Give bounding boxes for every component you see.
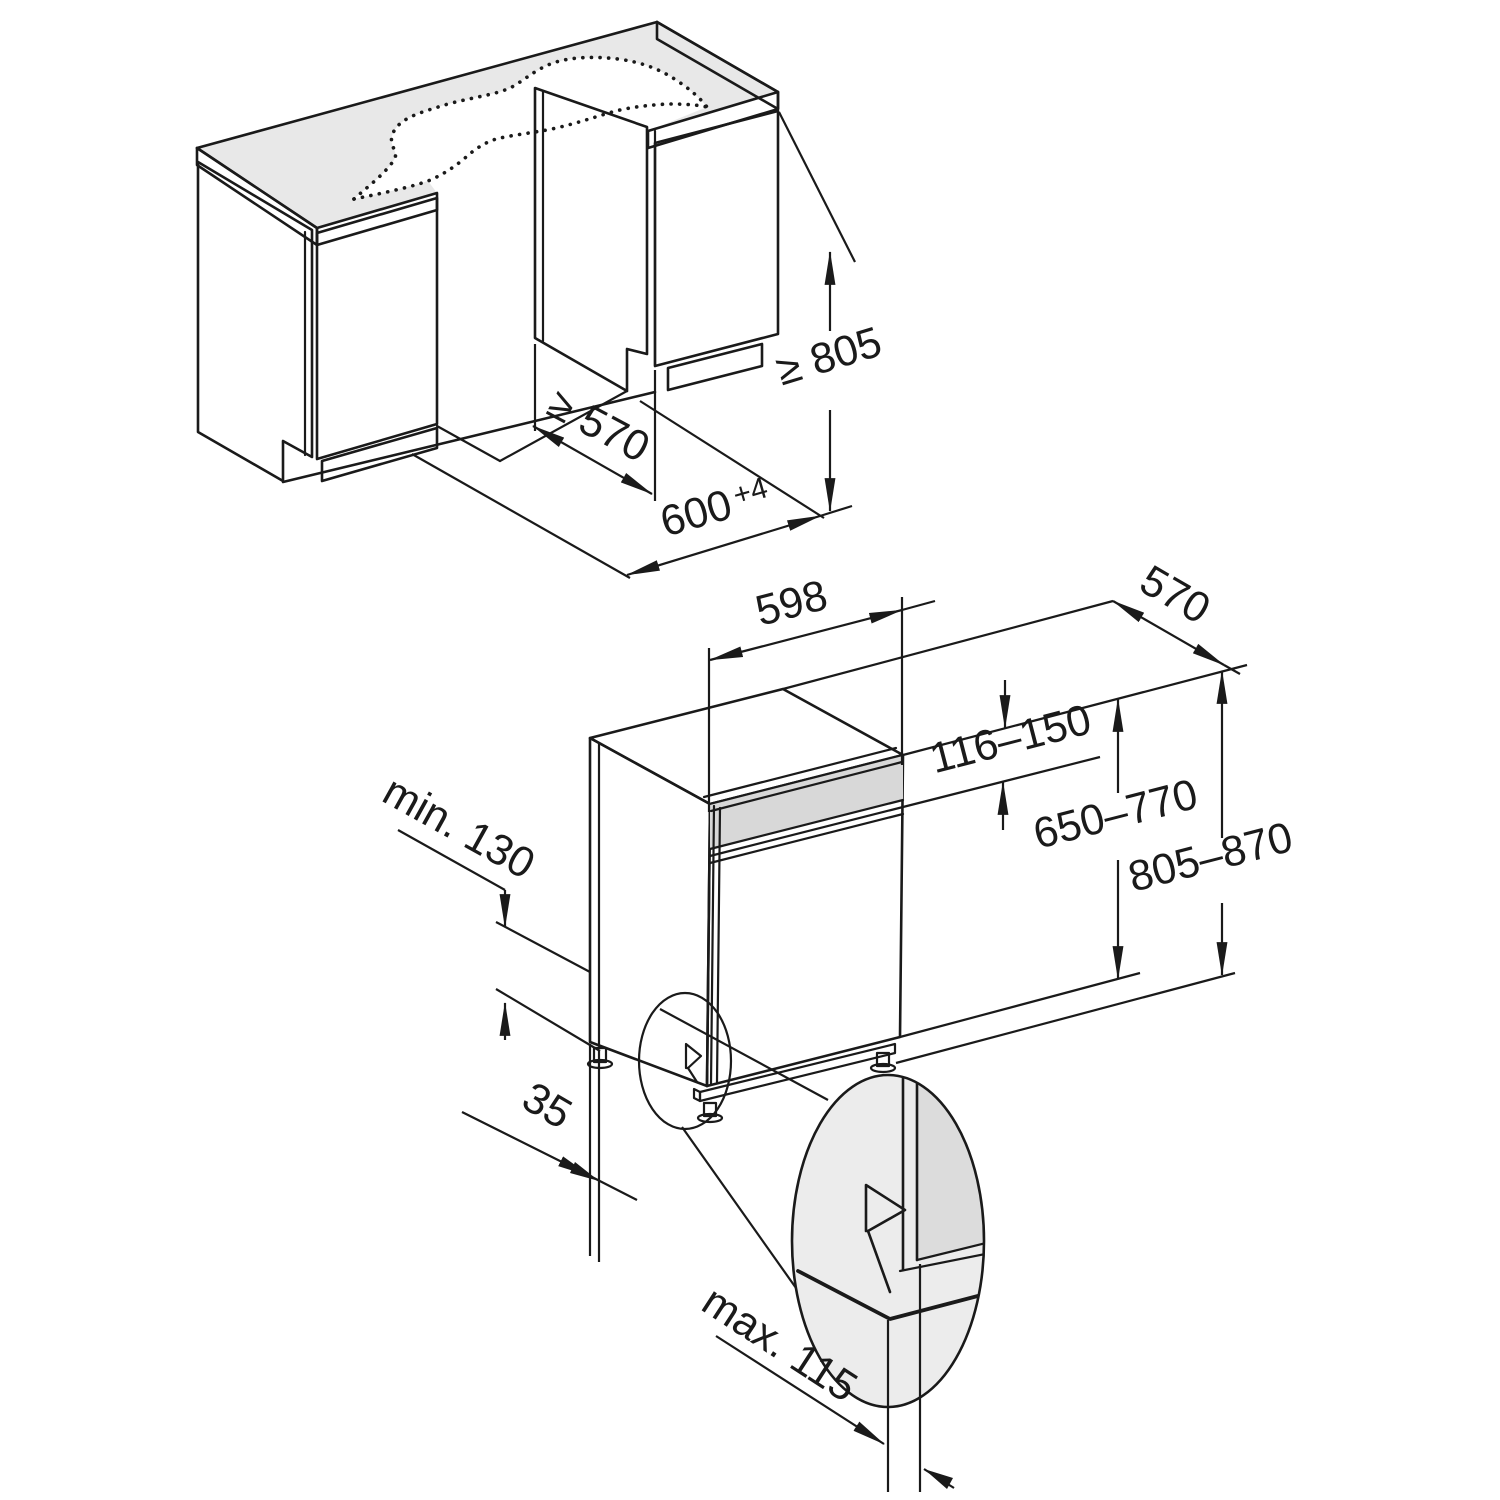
- detail-source-circle: [637, 991, 733, 1131]
- fascia-label: 116–150: [925, 696, 1096, 784]
- worktop-right-end-band: [655, 20, 780, 111]
- ext-line: [778, 111, 856, 263]
- ext-line: [639, 400, 825, 519]
- break-line-lower: [352, 102, 709, 201]
- worktop: [195, 20, 780, 247]
- detail-base-outline: [796, 1269, 984, 1321]
- detail-leader-lines: [659, 1008, 829, 1289]
- plinth-notch-edge: [686, 1066, 699, 1084]
- plinth-clearance-label: min. 130: [375, 767, 543, 889]
- dim-plinth-clearance: min. 130: [375, 767, 601, 1052]
- dim-niche-depth: ≥ 570: [532, 344, 657, 501]
- dishwasher-base-rail-end: [692, 1087, 702, 1103]
- detail-plinth-edge: [866, 1229, 892, 1294]
- dishwasher-door: [705, 753, 905, 1088]
- detail-door-panel-lines: [901, 1075, 919, 1272]
- worktop-back-edge: [195, 20, 659, 150]
- appliance-view: 598 570 116–150 650–770 805–870: [375, 556, 1298, 1492]
- right-cabinet-door: [653, 109, 780, 368]
- plinth-notch: [684, 1042, 703, 1070]
- niche-floor-front-edge: [281, 390, 657, 484]
- depth-label: 570: [1132, 556, 1218, 633]
- dim-line: [532, 425, 653, 495]
- width-label: 598: [751, 571, 832, 635]
- dim-line: [708, 608, 904, 662]
- left-cabinet-plinth: [320, 426, 439, 483]
- dim-line-tail: [589, 1175, 638, 1201]
- niche-view: ≥ 570 600 +4 ≥ 805: [195, 20, 887, 579]
- dishwasher-door-top-gap: [709, 760, 904, 813]
- left-cabinet-door: [315, 196, 439, 461]
- detail-base-lines: [898, 1240, 984, 1273]
- arrow-second: [924, 1469, 953, 1489]
- ref-top-front-edge: [902, 663, 1248, 757]
- dim-line: [715, 1335, 885, 1445]
- break-line-upper: [352, 55, 709, 201]
- right-cabinet-plinth: [666, 342, 764, 392]
- side-offset-label: 35: [514, 1073, 579, 1138]
- dim-line-extension: [819, 504, 853, 518]
- ref-top-back-edge: [782, 599, 1114, 691]
- dim-line: [625, 514, 822, 577]
- dim-line: [461, 1111, 592, 1177]
- ext-lines: [588, 1044, 601, 1262]
- worktop-niche-opening: [428, 104, 707, 193]
- dim-line-extension: [901, 599, 936, 612]
- ref-floor: [895, 971, 1236, 1065]
- dim-depth: 570: [1112, 556, 1241, 675]
- dishwasher-fascia-band: [710, 756, 903, 849]
- tick-lines: [495, 921, 601, 1052]
- dim-line: [1112, 600, 1225, 666]
- ext-line: [411, 453, 631, 579]
- right-cabinet-side-panel: [533, 86, 649, 393]
- dim-niche-height: ≥ 805: [771, 111, 887, 513]
- ext-lines: [886, 1264, 922, 1492]
- leader-line: [397, 829, 506, 891]
- ref-door-bottom: [899, 971, 1141, 1039]
- dim-side-offset: 35: [461, 1044, 638, 1262]
- niche-depth-label: ≥ 570: [540, 379, 657, 472]
- dishwasher-fascia-lines: [708, 798, 905, 865]
- dishwasher-side-panel: [588, 736, 712, 1088]
- arrow-second: [570, 1162, 599, 1181]
- left-cabinet-side: [196, 160, 314, 483]
- left-cabinet: [196, 160, 439, 483]
- dishwasher: [586, 687, 905, 1124]
- right-cabinet: [533, 86, 780, 393]
- dim-line-extension: [1223, 664, 1241, 675]
- dishwasher-top-inner-line: [702, 746, 898, 799]
- niche-width-tolerance-label: +4: [729, 471, 771, 512]
- worktop-cutaway: [354, 57, 707, 199]
- niche-width-label: 600: [655, 481, 737, 547]
- niche-floor-left-edge: [435, 424, 502, 463]
